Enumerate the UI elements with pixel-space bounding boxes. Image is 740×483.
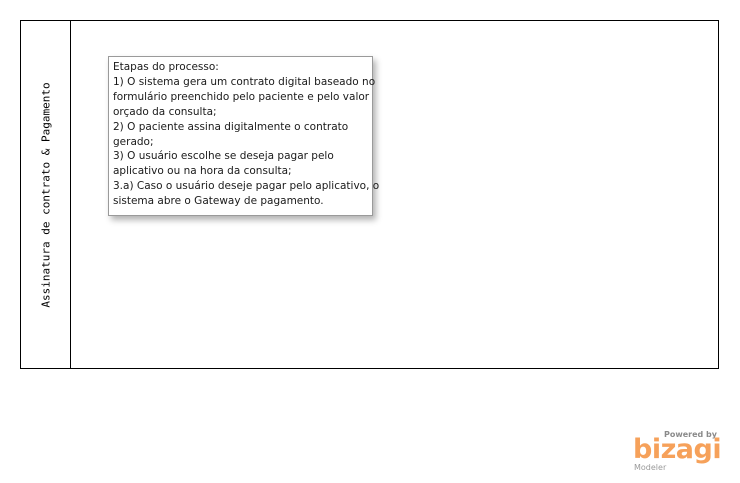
annotation-line: sistema abre o Gateway de pagamento.	[113, 195, 324, 208]
annotation-line: 1) O sistema gera um contrato digital ba…	[113, 75, 376, 88]
text-annotation[interactable]: Etapas do processo: 1) O sistema gera um…	[108, 56, 380, 216]
brand-powered-by: Powered by	[664, 430, 717, 439]
brand-name: bizagi	[633, 434, 722, 465]
annotation-line: aplicativo ou na hora da consulta;	[113, 165, 292, 178]
annotation-line: orçado da consulta;	[113, 105, 217, 118]
bizagi-logo: Powered by bizagi Modeler	[633, 430, 723, 475]
annotation-line: 3) O usuário escolhe se deseja pagar pel…	[113, 150, 334, 163]
lane-header: Assinatura de contrato & Pagamento	[21, 21, 71, 368]
annotation-line: gerado;	[113, 135, 154, 148]
brand-product: Modeler	[634, 463, 667, 472]
annotation-line: formulário preenchido pelo paciente e pe…	[113, 90, 370, 103]
lane-title: Assinatura de contrato & Pagamento	[39, 82, 53, 308]
annotation-line: 2) O paciente assina digitalmente o cont…	[113, 120, 349, 133]
annotation-line: 3.a) Caso o usuário deseje pagar pelo ap…	[113, 180, 380, 193]
annotation-line: Etapas do processo:	[113, 61, 219, 73]
